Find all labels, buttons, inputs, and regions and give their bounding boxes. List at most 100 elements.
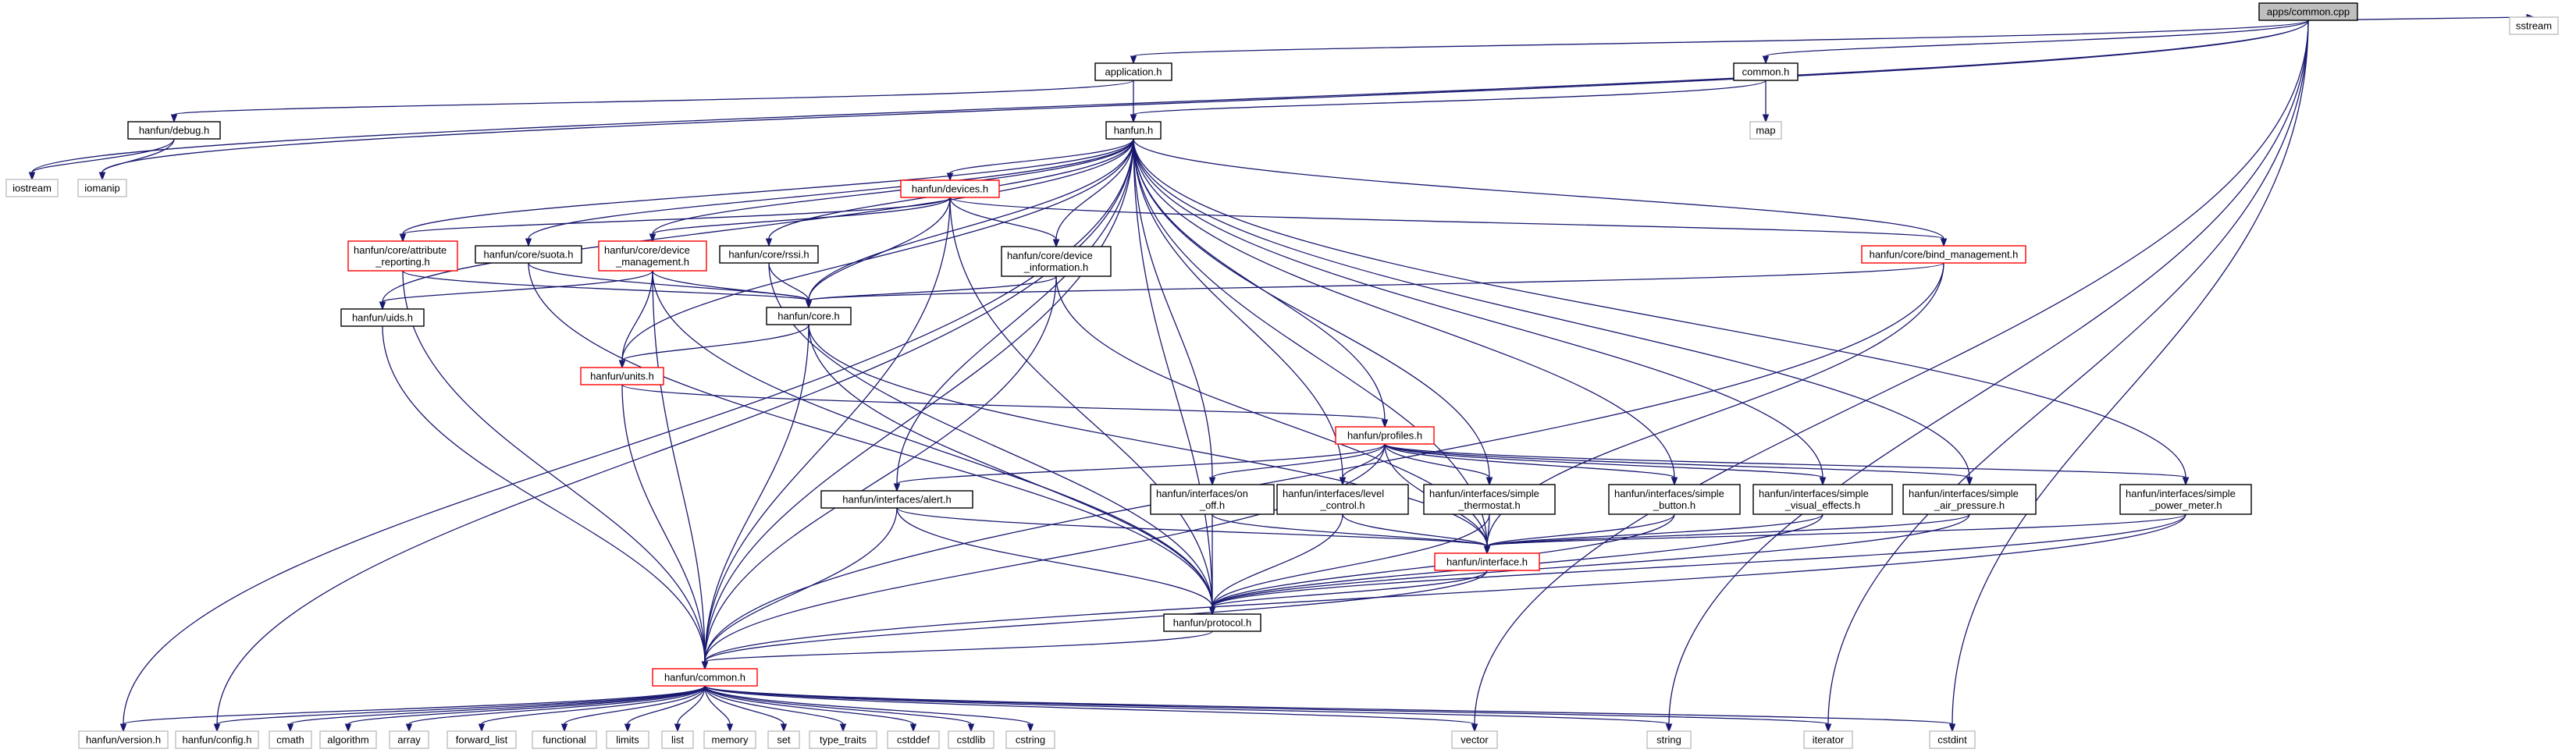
node-box <box>2119 484 2252 515</box>
node-forward-list: forward_list <box>447 730 517 749</box>
edge-device-mgmt-h-to-uids-h <box>379 270 653 311</box>
node-box <box>1733 62 1799 81</box>
node-application-h[interactable]: application.h <box>1094 62 1172 81</box>
node-label: iomanip <box>84 183 120 194</box>
edge-profiles-h-to-level-control-h <box>1339 443 1386 486</box>
node-interface-h[interactable]: hanfun/interface.h <box>1434 552 1540 571</box>
node-label: hanfun/devices.h <box>912 183 988 195</box>
edge-hf-common-h-to-config-h <box>213 685 706 733</box>
edge-apps-common-cpp-to-iterator <box>1824 20 2309 733</box>
edge-apps-common-cpp-to-vector <box>1471 20 2309 733</box>
node-label: string <box>1656 734 1681 746</box>
edge-level-control-h-to-interface-h <box>1342 513 1491 555</box>
node-simple-air-h[interactable]: hanfun/interfaces/simple_air_pressure.h <box>1902 484 2037 515</box>
node-box <box>1902 484 2037 515</box>
edge-core-h-to-hf-common-h <box>701 324 809 670</box>
node-device-info-h[interactable]: hanfun/core/device_information.h <box>1001 246 1112 277</box>
edge-suota-h-to-protocol-h <box>528 262 1216 616</box>
edge-hf-common-h-to-cmath <box>286 685 706 733</box>
edge-hanfun-h-to-device-mgmt-h <box>649 138 1134 243</box>
node-box <box>820 490 973 509</box>
node-box <box>347 240 458 272</box>
edge-hf-common-h-to-type-traits <box>704 685 847 733</box>
node-uids-h[interactable]: hanfun/uids.h <box>340 308 425 327</box>
edge-simple-air-h-to-interface-h <box>1483 513 1970 555</box>
edge-hanfun-h-to-config-h <box>213 138 1134 733</box>
node-cstdlib: cstdlib <box>948 730 994 749</box>
node-label: _information.h <box>1023 261 1088 273</box>
node-level-control-h[interactable]: hanfun/interfaces/level_control.h <box>1276 484 1409 515</box>
node-device-mgmt-h[interactable]: hanfun/core/device_management.h <box>598 240 707 272</box>
edge-application-h-to-hanfun-debug-h <box>170 80 1134 123</box>
edge-protocol-h-to-hf-common-h <box>701 630 1213 670</box>
node-iterator: iterator <box>1803 730 1853 749</box>
node-label: _thermostat.h <box>1457 499 1521 511</box>
node-profiles-h[interactable]: hanfun/profiles.h <box>1335 426 1435 445</box>
edge-hf-common-h-to-limits <box>624 685 706 733</box>
edge-attr-reporting-h-to-core-h <box>402 270 813 309</box>
edge-profiles-h-to-simple-thermostat-h <box>1384 443 1493 486</box>
node-box <box>719 245 819 264</box>
node-units-h[interactable]: hanfun/units.h <box>580 367 664 385</box>
node-iomanip: iomanip <box>77 179 127 197</box>
edge-hanfun-debug-h-to-iomanip <box>98 138 175 181</box>
edge-hf-common-h-to-string <box>704 685 1673 733</box>
node-label: hanfun/core/attribute <box>354 244 447 256</box>
node-simple-power-h[interactable]: hanfun/interfaces/simple_power_meter.h <box>2119 484 2252 515</box>
node-label: hanfun/interface.h <box>1446 556 1528 568</box>
node-label: _button.h <box>1653 499 1695 511</box>
node-apps-common-cpp[interactable]: apps/common.cpp <box>2258 2 2358 21</box>
node-rssi-h[interactable]: hanfun/core/rssi.h <box>719 245 819 264</box>
node-core-h[interactable]: hanfun/core.h <box>766 307 852 325</box>
edge-profiles-h-to-hf-common-h <box>701 443 1386 670</box>
edge-device-mgmt-h-to-core-h <box>652 270 813 309</box>
edge-hanfun-h-to-profiles-h <box>1133 138 1389 428</box>
node-simple-button-h[interactable]: hanfun/interfaces/simple_button.h <box>1608 484 1741 515</box>
edge-simple-air-h-to-protocol-h <box>1208 513 1970 616</box>
edge-common-h-to-hanfun-h <box>1130 80 1767 123</box>
node-box <box>1335 426 1435 445</box>
node-label: hanfun/units.h <box>590 371 654 382</box>
node-bind-mgmt-h[interactable]: hanfun/core/bind_management.h <box>1861 245 2026 264</box>
node-box <box>1094 62 1172 81</box>
node-simple-thermostat-h[interactable]: hanfun/interfaces/simple_thermostat.h <box>1423 484 1556 515</box>
edge-hanfun-h-to-on-off-h <box>1133 138 1216 486</box>
node-on-off-h[interactable]: hanfun/interfaces/on_off.h <box>1150 484 1275 515</box>
node-functional: functional <box>532 730 597 749</box>
edge-profiles-h-to-simple-visual-h <box>1384 443 1827 486</box>
node-box <box>809 730 877 749</box>
edge-profiles-h-to-simple-air-h <box>1384 443 1973 486</box>
node-box <box>1423 484 1556 515</box>
edge-hanfun-h-to-bind-mgmt-h <box>1133 138 1948 247</box>
node-label: _control.h <box>1319 499 1364 511</box>
node-label: application.h <box>1105 66 1162 78</box>
edge-apps-common-cpp-to-cstdint <box>1948 20 2309 733</box>
node-alert-h[interactable]: hanfun/interfaces/alert.h <box>820 490 973 509</box>
edge-alert-h-to-interface-h <box>896 507 1491 555</box>
node-attr-reporting-h[interactable]: hanfun/core/attribute_reporting.h <box>347 240 458 272</box>
node-hf-common-h[interactable]: hanfun/common.h <box>652 668 758 687</box>
node-simple-visual-h[interactable]: hanfun/interfaces/simple_visual_effects.… <box>1752 484 1893 515</box>
node-hanfun-h[interactable]: hanfun.h <box>1105 121 1162 140</box>
edge-layer <box>28 13 2535 733</box>
edge-level-control-h-to-protocol-h <box>1208 513 1343 616</box>
edge-apps-common-cpp-to-common-h <box>1762 20 2309 65</box>
node-label: hanfun/uids.h <box>352 312 413 324</box>
node-suota-h[interactable]: hanfun/core/suota.h <box>475 245 582 264</box>
node-box <box>703 730 756 749</box>
edge-hanfun-h-to-simple-air-h <box>1133 138 1973 486</box>
node-label: cmath <box>276 734 304 746</box>
node-box <box>175 730 259 749</box>
node-common-h[interactable]: common.h <box>1733 62 1799 81</box>
node-set: set <box>767 730 800 749</box>
node-devices-h[interactable]: hanfun/devices.h <box>900 179 1000 198</box>
node-hanfun-debug-h[interactable]: hanfun/debug.h <box>127 121 221 140</box>
node-protocol-h[interactable]: hanfun/protocol.h <box>1163 613 1261 632</box>
node-box <box>1434 552 1540 571</box>
node-label: hanfun/core/suota.h <box>484 249 574 261</box>
edge-devices-h-to-attr-reporting-h <box>399 197 951 243</box>
node-box <box>606 730 649 749</box>
edge-interface-h-to-protocol-h <box>1208 570 1488 616</box>
node-box <box>1861 245 2026 264</box>
